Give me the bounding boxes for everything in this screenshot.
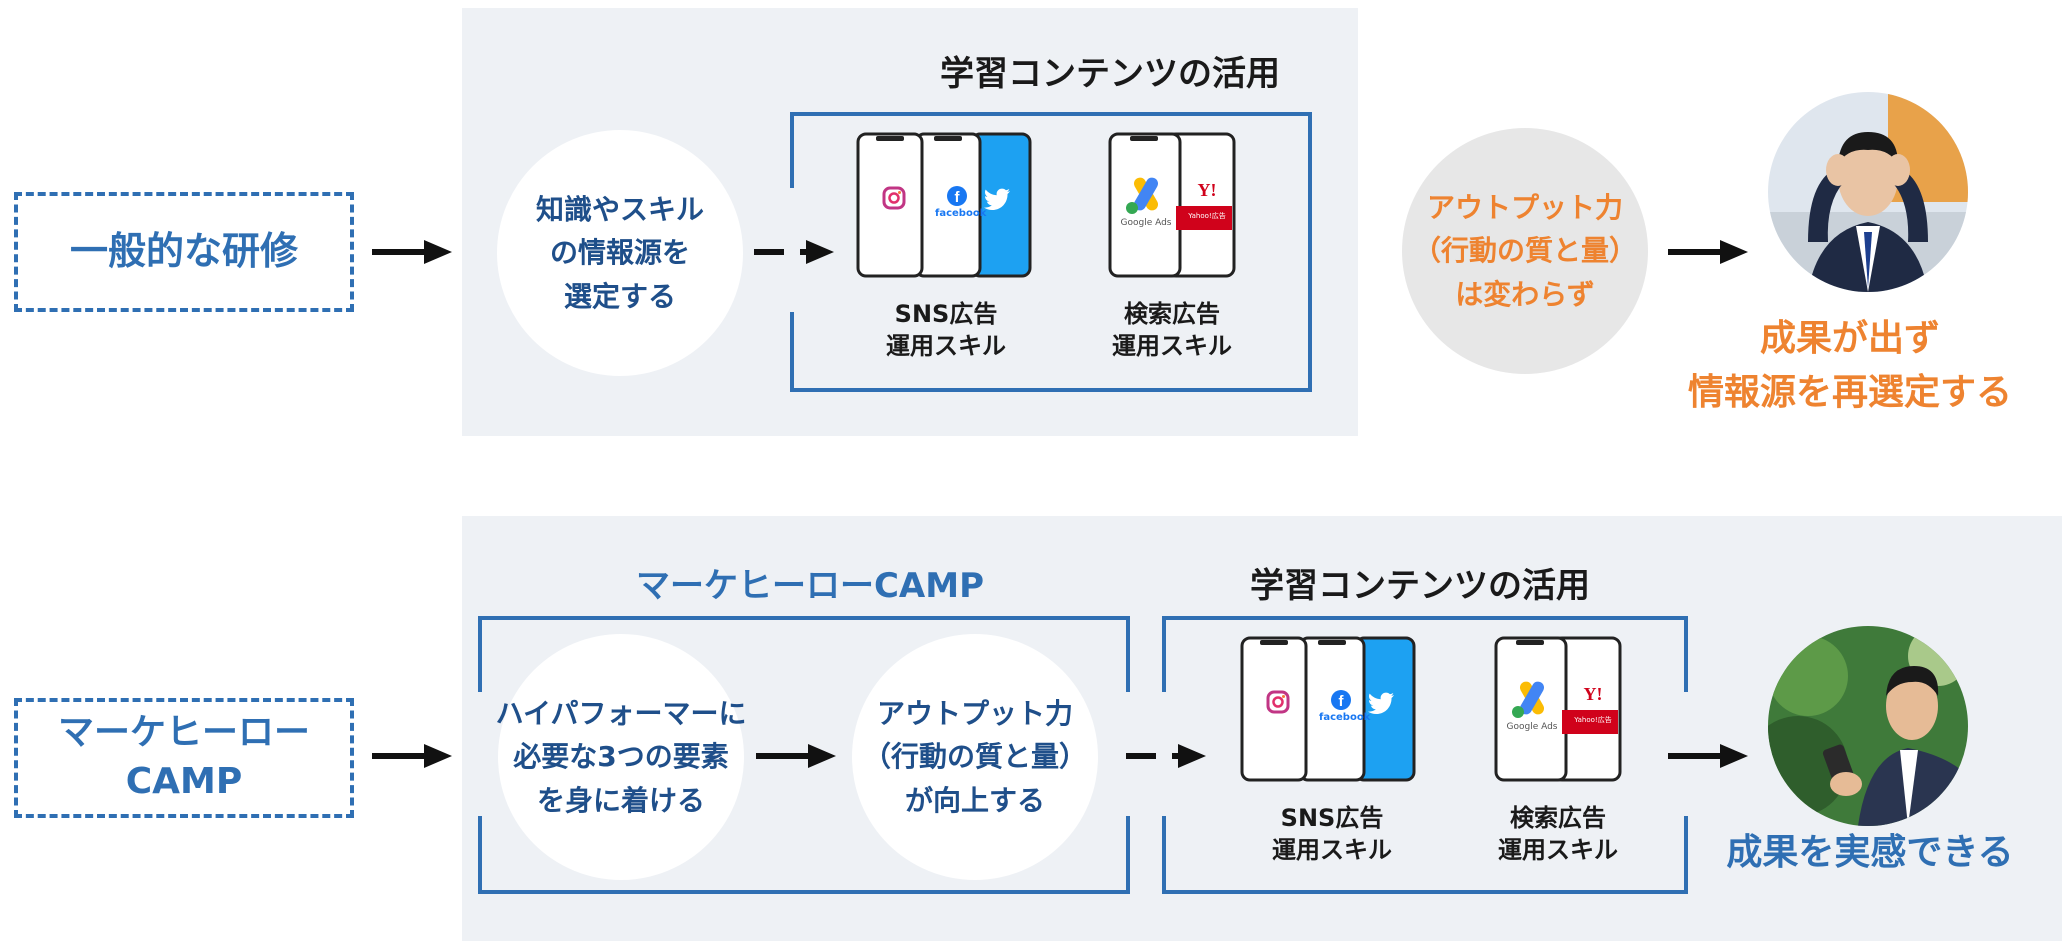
yahoo-ads-icon: Y! Yahoo!広告: [1180, 180, 1234, 221]
label-line: 検索広告: [1510, 804, 1606, 832]
google-ads-icon: Google Ads: [1504, 680, 1560, 732]
google-ads-wordmark: Google Ads: [1120, 218, 1172, 228]
circle-line: を身に着ける: [537, 783, 706, 817]
yahoo-ads-icon: Y! Yahoo!広告: [1566, 684, 1620, 725]
facebook-wordmark: facebook: [1319, 712, 1371, 723]
bottom-search-label: 検索広告 運用スキル: [1458, 802, 1658, 867]
bottom-label-box: マーケヒーロー CAMP: [14, 698, 354, 818]
yahoo-mark: Y!: [1583, 684, 1603, 704]
label-line: 運用スキル: [1272, 836, 1392, 865]
label-line: 検索広告: [1124, 300, 1220, 328]
facebook-icon: f facebook: [1319, 690, 1371, 723]
svg-text:f: f: [1339, 693, 1345, 710]
box-gap: [1156, 692, 1172, 816]
top-label: 一般的な研修: [69, 229, 298, 274]
bottom-heading: 学習コンテンツの活用: [1250, 566, 1590, 606]
circle-line: ハイパフォーマーに: [495, 696, 747, 730]
circle-line: 選定する: [563, 279, 676, 313]
label-line: 運用スキル: [886, 332, 1006, 361]
instagram-icon: [882, 186, 906, 214]
circle-line: （行動の質と量）: [1412, 234, 1637, 268]
yahoo-ads-text: Yahoo!広告: [1574, 716, 1612, 724]
circle-line: アウトプット力: [876, 696, 1073, 730]
smiling-businessman-photo: [1768, 626, 1968, 826]
top-circle-select-sources: 知識やスキル の情報源を 選定する: [497, 130, 743, 376]
label-line: SNS広告: [894, 300, 998, 328]
top-sns-label: SNS広告 運用スキル: [846, 298, 1046, 363]
yahoo-ads-text: Yahoo!広告: [1188, 212, 1226, 220]
result-line: 成果が出ず: [1759, 318, 1940, 359]
top-circle-output-unchanged: アウトプット力 （行動の質と量） は変わらず: [1402, 128, 1648, 374]
label-line: 運用スキル: [1112, 332, 1232, 361]
circle-line: は変わらず: [1455, 277, 1595, 311]
instagram-icon: [1266, 690, 1290, 718]
twitter-icon: [984, 188, 1012, 216]
result-line: 情報源を再選定する: [1687, 372, 2012, 413]
yahoo-mark: Y!: [1197, 180, 1217, 200]
arrow-right-icon: [754, 238, 834, 266]
top-label-box: 一般的な研修: [14, 192, 354, 312]
svg-text:f: f: [955, 189, 961, 206]
bottom-result: 成果を実感できる: [1726, 832, 2014, 873]
camp-box-heading: マーケヒーローCAMP: [635, 566, 985, 606]
bottom-circle-output-improves: アウトプット力 （行動の質と量） が向上する: [852, 634, 1098, 880]
box-gap: [784, 188, 800, 312]
top-result: 成果が出ず 情報源を再選定する: [1640, 312, 2060, 420]
facebook-wordmark: facebook: [935, 208, 987, 219]
google-ads-wordmark: Google Ads: [1506, 722, 1558, 732]
label-line: 運用スキル: [1498, 836, 1618, 865]
arrow-right-icon: [372, 238, 452, 266]
arrow-right-icon: [756, 742, 836, 770]
stressed-businessman-photo: [1768, 92, 1968, 292]
circle-line: アウトプット力: [1426, 190, 1623, 224]
sns-phones: [856, 130, 1036, 284]
arrow-right-icon: [372, 742, 452, 770]
circle-line: が向上する: [904, 783, 1045, 817]
top-search-label: 検索広告 運用スキル: [1072, 298, 1272, 363]
circle-line: 知識やスキル: [535, 192, 704, 226]
twitter-icon: [1368, 692, 1396, 720]
box-gap: [470, 692, 490, 816]
circle-line: の情報源を: [549, 236, 690, 270]
bottom-circle-three-elements: ハイパフォーマーに 必要な3つの要素 を身に着ける: [495, 634, 747, 880]
circle-line: 必要な3つの要素: [513, 740, 729, 774]
bottom-label-line: マーケヒーロー: [57, 712, 310, 754]
label-line: SNS広告: [1280, 804, 1384, 832]
facebook-icon: f facebook: [935, 186, 987, 219]
bottom-sns-label: SNS広告 運用スキル: [1232, 802, 1432, 867]
bottom-label-line: CAMP: [125, 761, 243, 802]
arrow-right-icon: [1126, 742, 1206, 770]
google-ads-icon: Google Ads: [1118, 176, 1174, 228]
circle-line: （行動の質と量）: [862, 740, 1087, 774]
arrow-right-icon: [1668, 742, 1748, 770]
top-heading: 学習コンテンツの活用: [940, 54, 1280, 94]
arrow-right-icon: [1668, 238, 1748, 266]
